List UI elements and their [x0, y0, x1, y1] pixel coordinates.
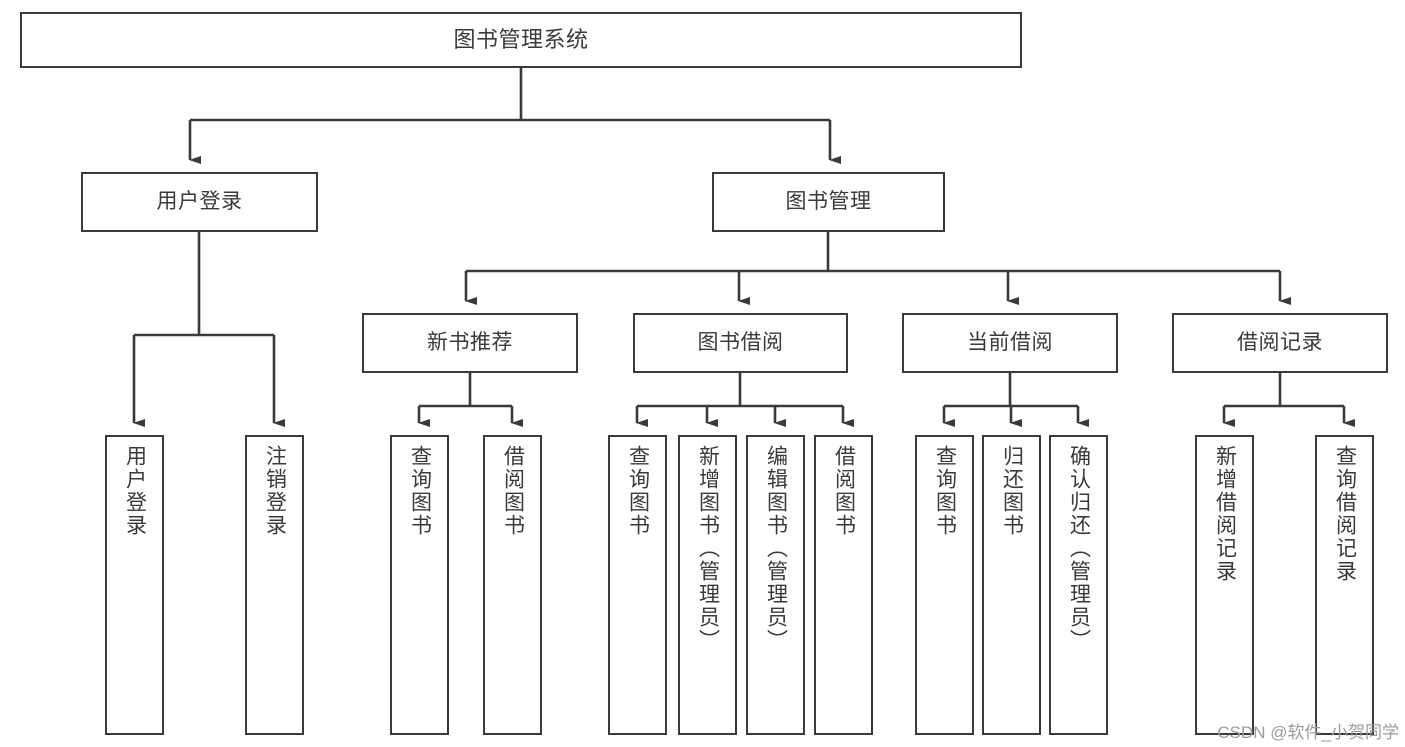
node-leaf-return-book[interactable]: 归还图书: [982, 435, 1041, 735]
node-label: 新增借阅记录: [1213, 445, 1237, 583]
node-leaf-query-book-1[interactable]: 查询图书: [390, 435, 449, 735]
node-label: 图书借阅: [697, 331, 784, 355]
node-leaf-borrow-book-1[interactable]: 借阅图书: [483, 435, 542, 735]
edge-group-user-login: [132, 232, 285, 427]
edge-group-current-borrow: [942, 373, 1089, 427]
node-label: 查询图书: [933, 445, 957, 537]
node-leaf-query-book-3[interactable]: 查询图书: [915, 435, 974, 735]
node-new-book-recommend[interactable]: 新书推荐: [362, 313, 578, 373]
node-leaf-confirm-return[interactable]: 确认归还（管理员）: [1049, 435, 1108, 735]
node-label: 确认归还（管理员）: [1067, 445, 1091, 652]
node-leaf-query-book-2[interactable]: 查询图书: [608, 435, 667, 735]
node-label: 编辑图书（管理员）: [764, 445, 788, 652]
node-label: 借阅图书: [832, 445, 856, 537]
edge-group-book-manage: [464, 232, 1291, 305]
node-label: 图书管理系统: [453, 26, 589, 52]
node-root-system[interactable]: 图书管理系统: [20, 12, 1022, 68]
node-label: 查询图书: [626, 445, 650, 537]
node-leaf-borrow-book-2[interactable]: 借阅图书: [814, 435, 873, 735]
node-book-borrow[interactable]: 图书借阅: [633, 313, 848, 373]
node-leaf-logout[interactable]: 注销登录: [245, 435, 304, 735]
node-label: 归还图书: [1000, 445, 1024, 537]
node-label: 注销登录: [263, 445, 287, 537]
edge-group-new-book-recommend: [417, 373, 523, 427]
node-label: 用户登录: [156, 190, 243, 214]
node-label: 新书推荐: [427, 331, 513, 355]
node-label: 新增图书（管理员）: [696, 445, 720, 652]
edge-group-root: [188, 68, 841, 164]
node-user-login[interactable]: 用户登录: [81, 172, 318, 232]
node-label: 图书管理: [785, 190, 872, 214]
node-label: 借阅记录: [1237, 331, 1323, 355]
node-label: 查询借阅记录: [1333, 445, 1357, 583]
node-book-manage[interactable]: 图书管理: [712, 172, 945, 232]
node-current-borrow[interactable]: 当前借阅: [902, 313, 1118, 373]
node-leaf-query-record[interactable]: 查询借阅记录: [1315, 435, 1374, 735]
node-label: 查询图书: [408, 445, 432, 537]
node-label: 借阅图书: [501, 445, 525, 537]
node-label: 当前借阅: [967, 331, 1053, 355]
node-borrow-record[interactable]: 借阅记录: [1172, 313, 1388, 373]
edge-group-book-borrow: [635, 373, 854, 427]
node-leaf-add-record[interactable]: 新增借阅记录: [1195, 435, 1254, 735]
edge-group-borrow-record: [1222, 373, 1355, 427]
node-label: 用户登录: [123, 445, 147, 537]
node-leaf-add-book[interactable]: 新增图书（管理员）: [678, 435, 737, 735]
node-leaf-edit-book[interactable]: 编辑图书（管理员）: [746, 435, 805, 735]
node-leaf-user-login[interactable]: 用户登录: [105, 435, 164, 735]
